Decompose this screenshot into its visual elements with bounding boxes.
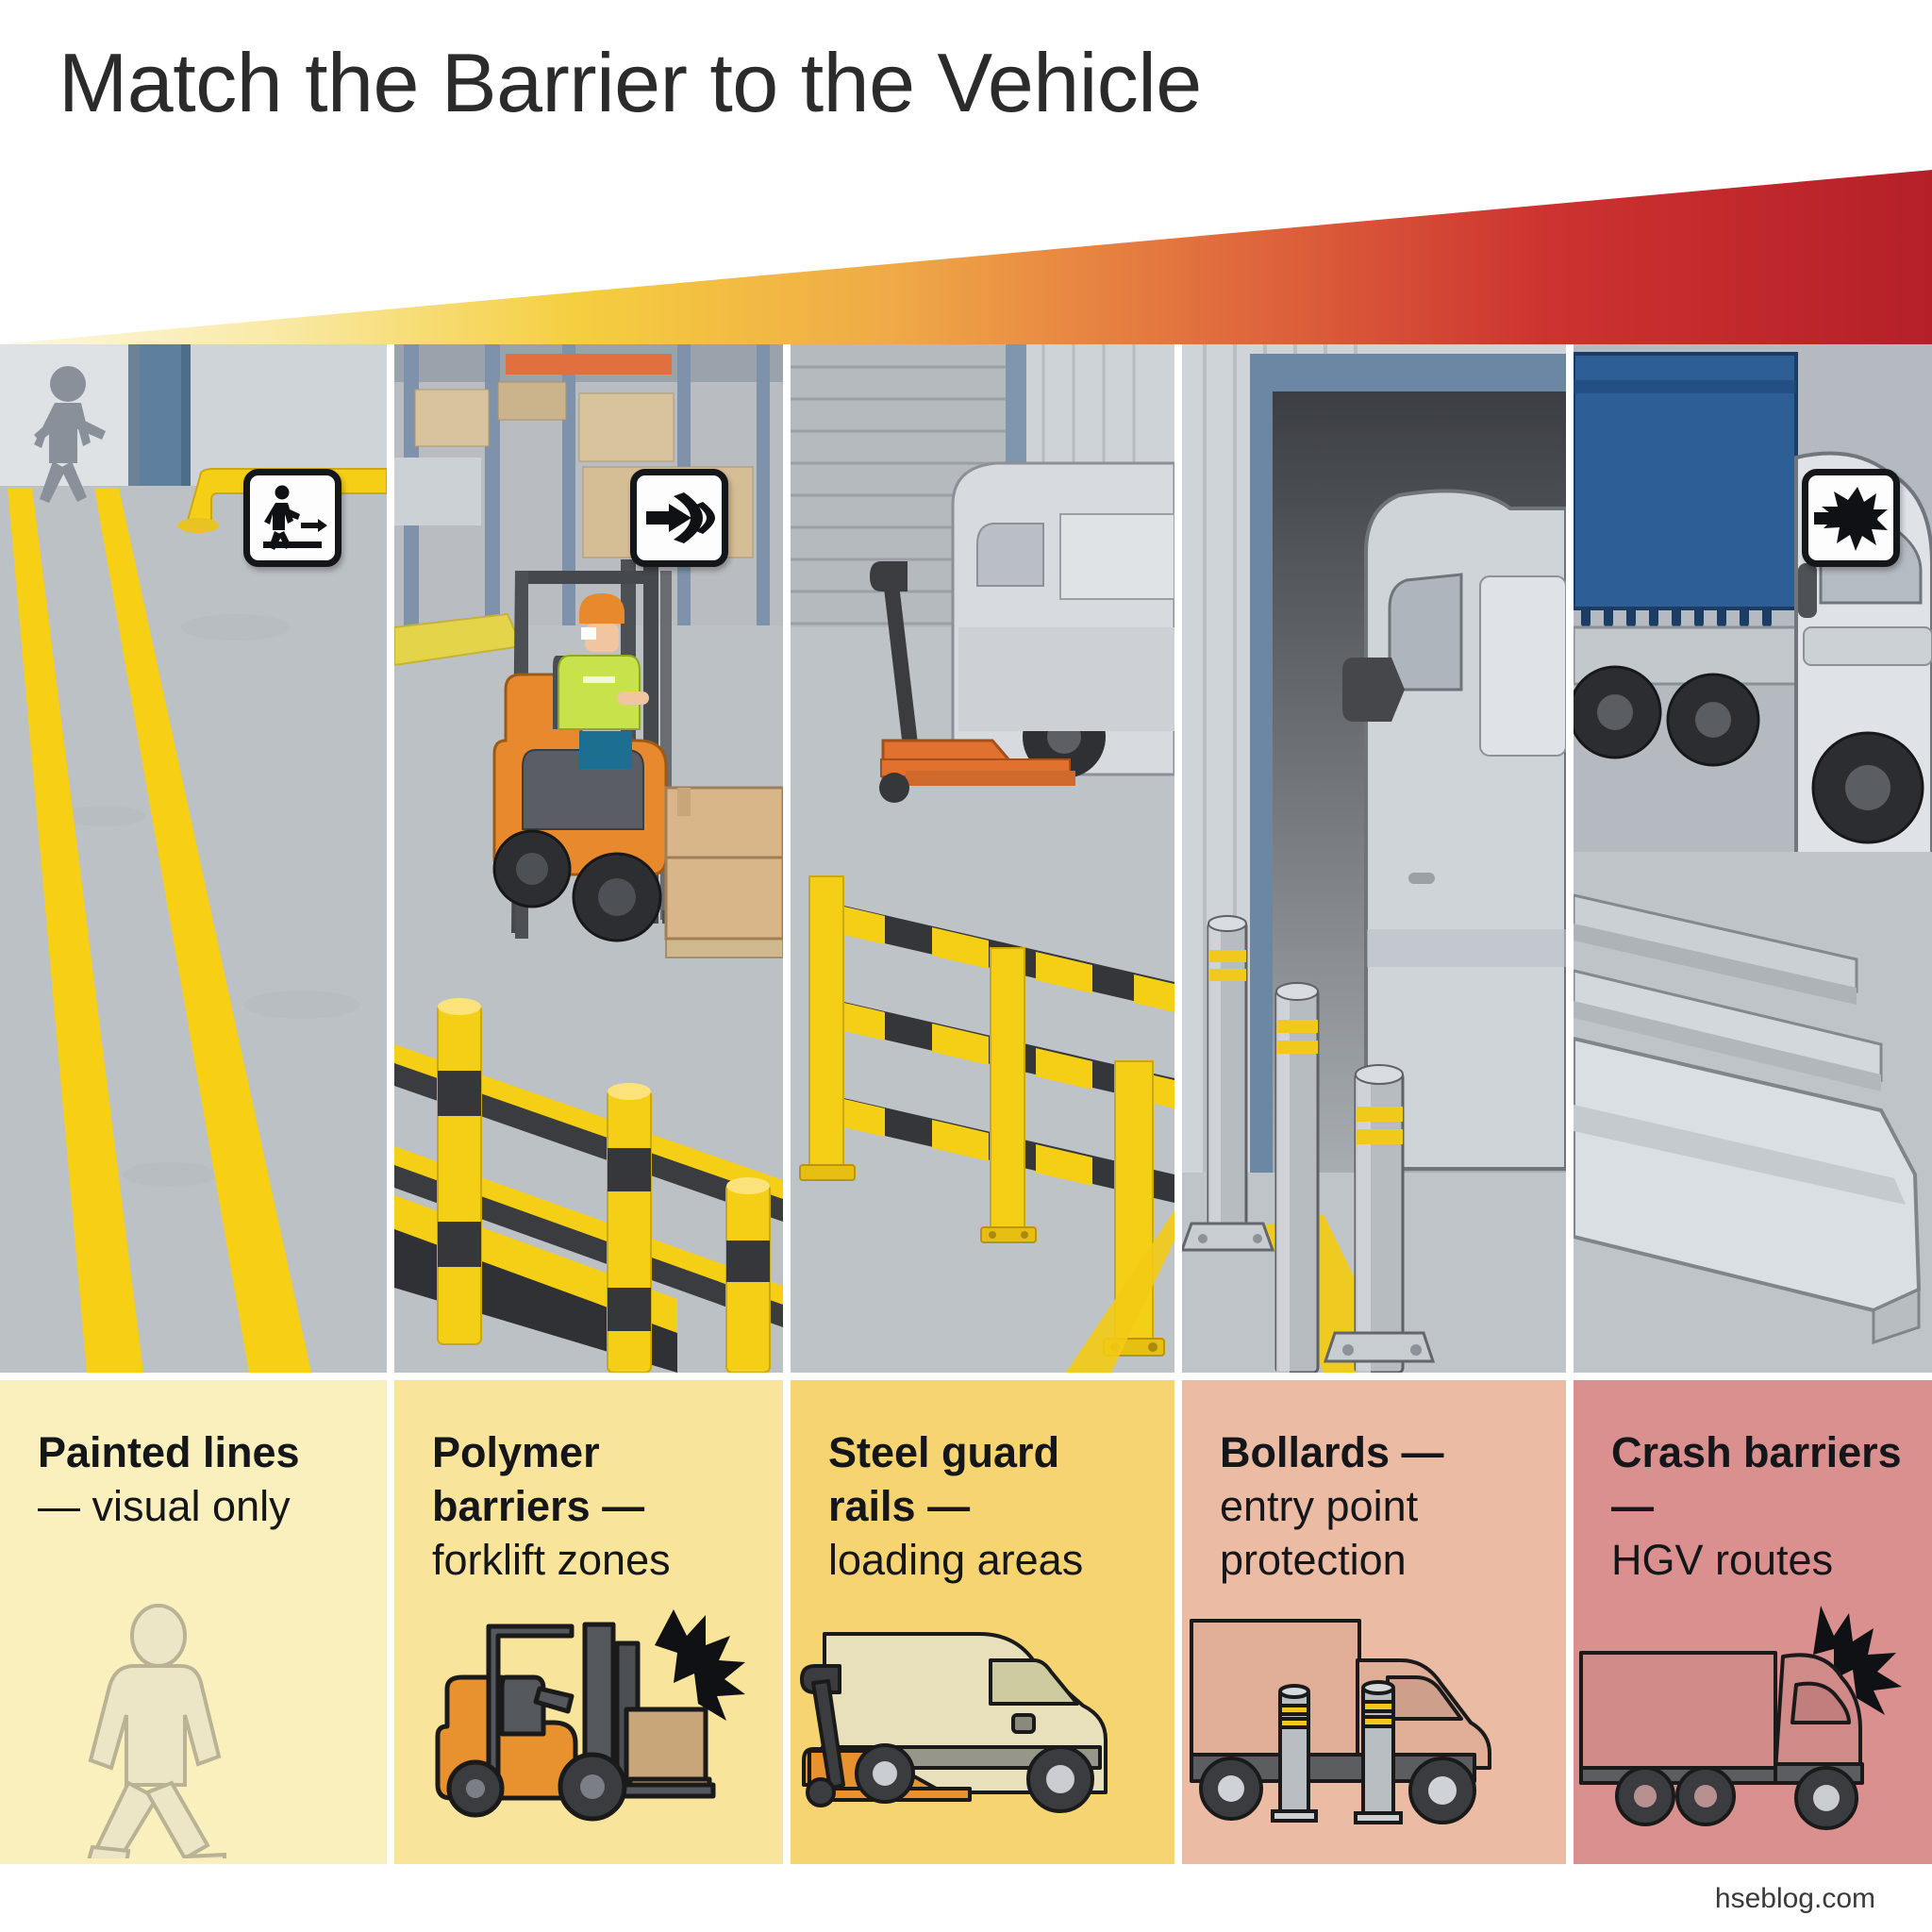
caption-text-polymer-barriers: Polymer barriers — forklift zones <box>432 1425 762 1587</box>
caption-rest-painted-lines: — visual only <box>38 1482 291 1531</box>
scene-panel-polymer-barriers <box>394 344 783 1373</box>
caption-text-bollards: Bollards — entry point protection <box>1220 1425 1545 1587</box>
escalation-gradient-wedge <box>0 170 1932 344</box>
caption-bold-steel-guard-rails: Steel guard rails — <box>828 1428 1060 1531</box>
scene-panel-strip <box>0 344 1932 1373</box>
caption-bold-crash-barriers: Crash barriers — <box>1611 1428 1902 1531</box>
impact-burst-arrow-icon <box>1802 469 1900 567</box>
caption-text-steel-guard-rails: Steel guard rails — loading areas <box>828 1425 1154 1587</box>
scene-panel-steel-guard-rails <box>791 344 1174 1373</box>
caption-rest-crash-barriers: HGV routes <box>1611 1536 1834 1585</box>
scene-panel-crash-barriers <box>1574 344 1932 1373</box>
caption-strip: Painted lines — visual only <box>0 1380 1932 1864</box>
caption-card-polymer-barriers: Polymer barriers — forklift zones <box>394 1380 783 1864</box>
scene-panel-bollards <box>1182 344 1566 1373</box>
caption-rest-steel-guard-rails: loading areas <box>828 1536 1084 1585</box>
caption-bold-polymer-barriers: Polymer barriers — <box>432 1428 645 1531</box>
caption-text-painted-lines: Painted lines — visual only <box>38 1425 366 1533</box>
scene-panel-painted-lines <box>0 344 387 1373</box>
box-truck-bollards-icon <box>1182 1604 1566 1858</box>
impact-deflection-icon <box>630 469 728 567</box>
caption-rest-bollards: entry point protection <box>1220 1482 1419 1585</box>
caption-card-painted-lines: Painted lines — visual only <box>0 1380 387 1864</box>
pedestrian-silhouette-icon <box>0 1604 387 1858</box>
watermark: hseblog.com <box>1714 1883 1875 1914</box>
caption-bold-painted-lines: Painted lines <box>38 1428 300 1476</box>
caption-text-crash-barriers: Crash barriers — HGV routes <box>1611 1425 1911 1587</box>
caption-bold-bollards: Bollards — <box>1220 1428 1444 1476</box>
caption-card-steel-guard-rails: Steel guard rails — loading areas <box>791 1380 1174 1864</box>
caption-rest-polymer-barriers: forklift zones <box>432 1536 671 1585</box>
caption-card-bollards: Bollards — entry point protection <box>1182 1380 1566 1864</box>
caption-card-crash-barriers: Crash barriers — HGV routes <box>1574 1380 1932 1864</box>
forklift-impact-icon <box>394 1604 783 1858</box>
pedestrian-walking-arrow-icon <box>243 469 341 567</box>
pallet-truck-van-icon <box>791 1604 1174 1858</box>
hgv-impact-icon <box>1574 1604 1932 1858</box>
page-title: Match the Barrier to the Vehicle <box>58 36 1202 129</box>
